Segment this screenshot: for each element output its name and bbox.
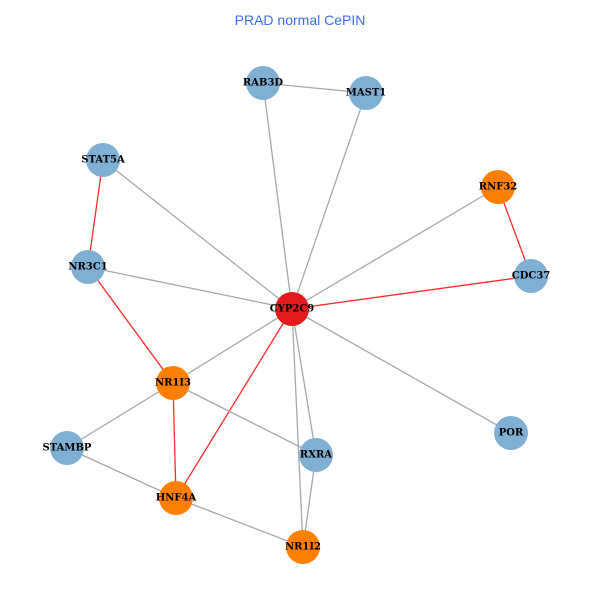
node-circle	[349, 76, 383, 110]
node-rxra[interactable]: RXRA	[299, 438, 333, 472]
node-label: NR3C1	[68, 262, 107, 273]
node-label: RAB3D	[243, 78, 283, 89]
edge-stat5a-cyp2c9	[102, 159, 293, 310]
node-rnf32[interactable]: RNF32	[479, 170, 518, 204]
edge-nr1i3-stambp	[66, 382, 174, 449]
diagram-title: PRAD normal CePIN	[234, 12, 366, 28]
node-label: NR1I2	[285, 542, 321, 553]
node-circle	[86, 143, 120, 177]
node-mast1[interactable]: MAST1	[346, 76, 386, 110]
edge-cdc37-cyp2c9	[291, 275, 532, 310]
node-circle	[299, 438, 333, 472]
edge-nr1i3-hnf4a	[172, 382, 177, 499]
edge-mast1-cyp2c9	[291, 92, 367, 310]
node-por[interactable]: POR	[494, 416, 528, 450]
edge-stambp-hnf4a	[66, 447, 177, 499]
edge-cyp2c9-nr1i2	[291, 308, 304, 548]
node-label: NR1I3	[155, 378, 191, 389]
node-stambp[interactable]: STAMBP	[43, 431, 92, 465]
edge-nr3c1-cyp2c9	[87, 266, 293, 310]
node-cyp2c9[interactable]: CYP2C9	[270, 292, 315, 326]
node-circle	[159, 481, 193, 515]
edge-nr1i3-rxra	[172, 382, 317, 456]
node-circle	[275, 292, 309, 326]
node-label: STAT5A	[81, 155, 125, 166]
node-label: CDC37	[512, 271, 551, 282]
node-hnf4a[interactable]: HNF4A	[156, 481, 197, 515]
edge-hnf4a-nr1i2	[175, 497, 304, 548]
node-label: RXRA	[300, 450, 332, 461]
node-circle	[156, 366, 190, 400]
node-stat5a[interactable]: STAT5A	[81, 143, 125, 177]
node-circle	[246, 66, 280, 100]
edge-stat5a-nr3c1	[87, 159, 104, 268]
node-label: CYP2C9	[270, 304, 315, 315]
edge-cyp2c9-nr1i3	[172, 308, 293, 384]
node-circle	[286, 530, 320, 564]
node-cdc37[interactable]: CDC37	[512, 259, 551, 293]
edge-cyp2c9-rxra	[291, 308, 317, 456]
node-nr3c1[interactable]: NR3C1	[68, 250, 108, 284]
node-rab3d[interactable]: RAB3D	[243, 66, 283, 100]
node-circle	[50, 431, 84, 465]
node-circle	[71, 250, 105, 284]
node-circle	[494, 416, 528, 450]
edge-nr3c1-nr1i3	[87, 266, 174, 384]
node-circle	[481, 170, 515, 204]
edge-cyp2c9-hnf4a	[175, 308, 293, 499]
edge-rnf32-cyp2c9	[291, 186, 499, 310]
node-label: HNF4A	[156, 493, 197, 504]
node-circle	[514, 259, 548, 293]
edge-rab3d-mast1	[262, 82, 367, 94]
node-label: POR	[499, 428, 524, 439]
node-nr1i3[interactable]: NR1I3	[155, 366, 191, 400]
node-label: STAMBP	[43, 443, 92, 454]
edge-cyp2c9-por	[291, 308, 512, 434]
edge-rab3d-cyp2c9	[262, 82, 293, 310]
node-nr1i2[interactable]: NR1I2	[285, 530, 321, 564]
node-label: MAST1	[346, 88, 386, 99]
node-label: RNF32	[479, 182, 518, 193]
